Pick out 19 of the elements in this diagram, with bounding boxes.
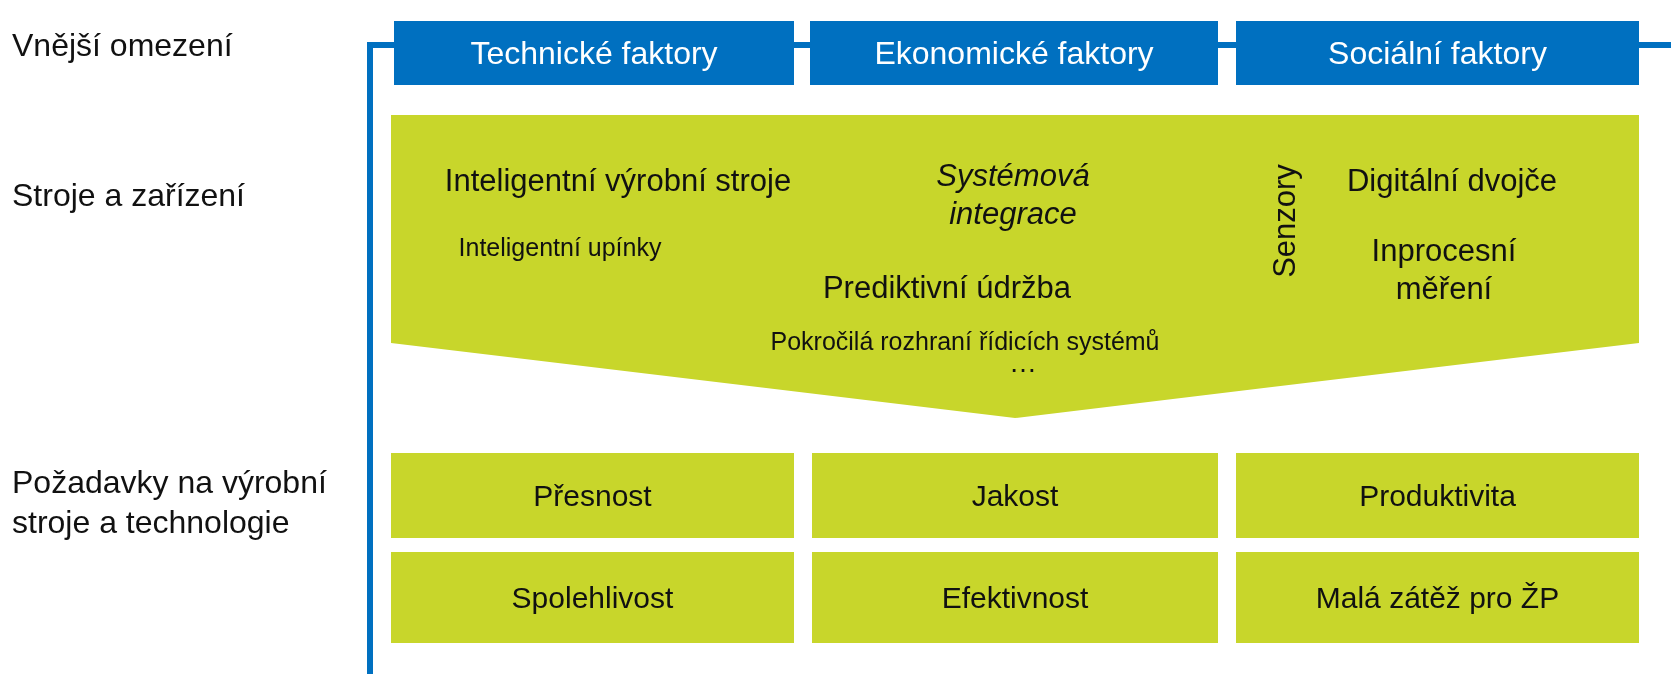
requirement-tile: Spolehlivost [391,552,794,643]
technology-label: Digitální dvojče [1346,162,1558,200]
requirement-tile: Přesnost [391,453,794,538]
factor-tab: Technické faktory [394,21,794,85]
technology-label: Inteligentní výrobní stroje [444,162,792,200]
requirement-tile: Malá zátěž pro ŽP [1236,552,1639,643]
row-heading: Stroje a zařízení [12,176,246,215]
technology-label: Systémová integrace [935,157,1091,233]
row-heading: Vnější omezení [12,26,234,65]
technology-label: Senzory [1266,164,1303,278]
requirement-tile: Produktivita [1236,453,1639,538]
technology-label: Inprocesní měření [1370,232,1518,308]
factor-tab: Sociální faktory [1236,21,1639,85]
technology-label: Inteligentní upínky [458,232,662,263]
factor-tab: Ekonomické faktory [810,21,1218,85]
row-heading: Požadavky na výrobní stroje a technologie [12,463,328,542]
requirement-tile: Efektivnost [812,552,1218,643]
requirement-tile: Jakost [812,453,1218,538]
technology-label: Prediktivní údržba [822,269,1072,307]
